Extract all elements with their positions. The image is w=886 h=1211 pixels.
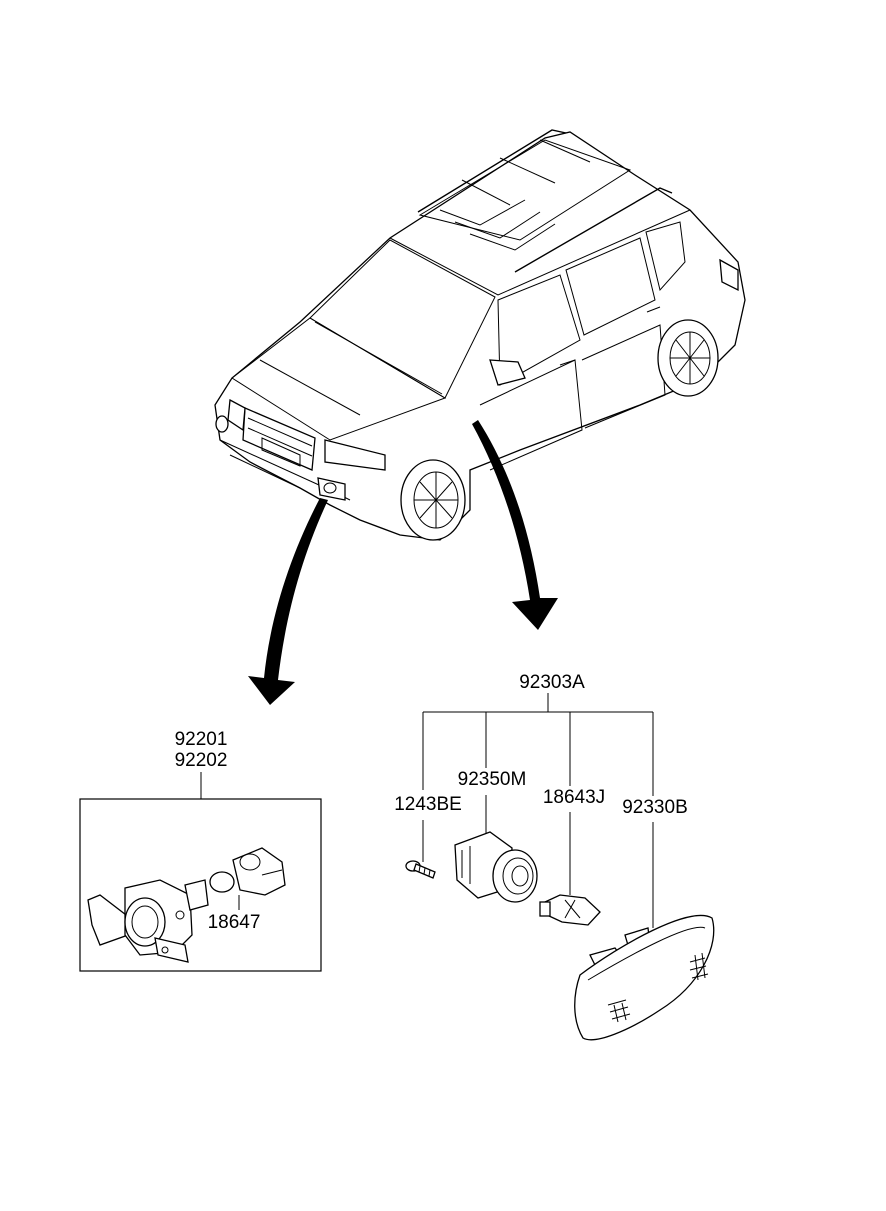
arrow-to-fog-lamp [248,498,328,705]
fog-lamp-box [79,798,322,972]
label-92330B: 92330B [622,797,688,818]
fog-lamp-housing [87,879,209,963]
label-18647: 18647 [208,912,261,933]
fog-lamp-group: 92201 92202 18647 [79,729,322,972]
label-92201: 92201 [175,729,228,750]
label-92303A: 92303A [519,672,585,693]
fog-bulb [209,847,286,896]
repeater-bulb [539,894,601,926]
arrow-to-side-repeater [472,420,558,630]
socket-part [454,831,538,903]
label-92350M: 92350M [458,769,527,790]
repeater-lens [574,914,715,1041]
side-repeater-group: 92303A 92350M 1243BE 18643J 92330B [394,672,715,1041]
label-18643J: 18643J [543,787,605,808]
label-92202: 92202 [175,750,228,771]
vehicle-illustration [214,129,746,541]
screw-part [405,860,436,879]
label-1243BE: 1243BE [394,794,462,815]
